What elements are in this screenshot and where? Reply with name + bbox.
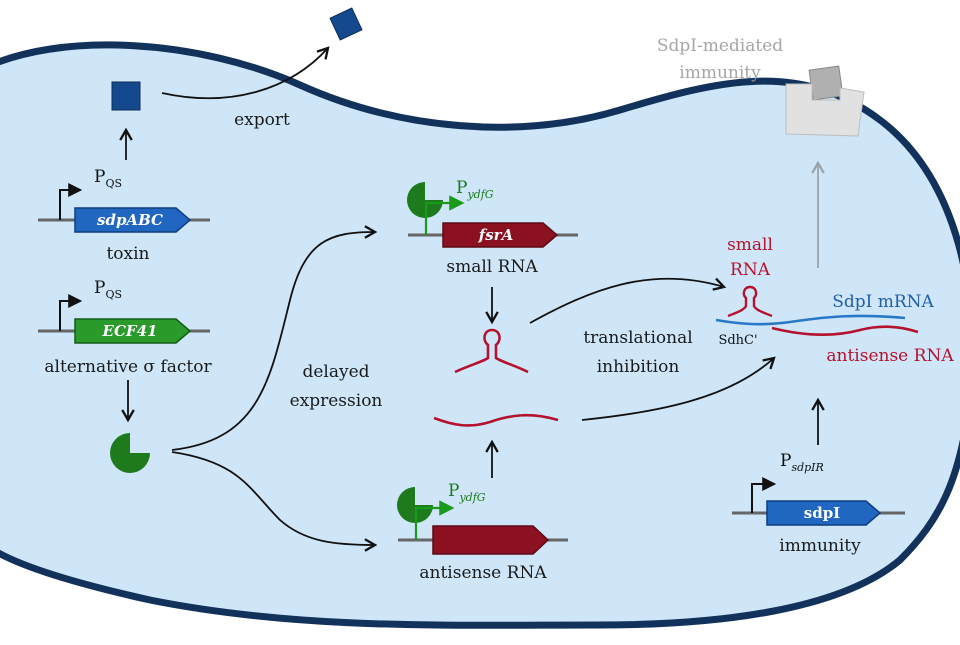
antisense-gene-group: PydfG antisense RNA bbox=[397, 481, 568, 583]
export-arrow bbox=[161, 46, 330, 100]
toxin-square bbox=[111, 81, 141, 111]
cell-membrane bbox=[0, 41, 960, 629]
pqs-promoter-arrow-1 bbox=[59, 183, 83, 220]
sdpABC-label: sdpABC bbox=[97, 211, 163, 229]
expression-label: expression bbox=[290, 391, 383, 411]
small-label: small bbox=[727, 235, 773, 255]
pqs-label-2: PQS bbox=[94, 278, 122, 301]
sdpI-label: sdpI bbox=[804, 504, 840, 522]
branch-arrow-bottom bbox=[171, 451, 378, 552]
antisense-gene-label: antisense RNA bbox=[419, 563, 547, 583]
exported-toxin-square bbox=[329, 7, 363, 41]
small-rna-gene-label: small RNA bbox=[446, 257, 538, 277]
fsrA-label: fsrA bbox=[478, 226, 513, 244]
sdpI-gene-group: PsdpIR sdpI immunity bbox=[732, 451, 905, 556]
immunity-title-line1: SdpI-mediated bbox=[657, 36, 783, 56]
toxin-label: toxin bbox=[106, 244, 149, 264]
antisense-gene bbox=[432, 525, 550, 555]
antisense-rna-wave bbox=[433, 413, 559, 427]
sdpi-mrna-label: SdpI mRNA bbox=[832, 292, 934, 312]
sdpi-mrna-strand bbox=[715, 314, 906, 326]
antisense-rna-strand bbox=[771, 325, 919, 337]
sdpABC-gene bbox=[74, 207, 192, 233]
translational-label: translational bbox=[583, 328, 692, 348]
sdpABC-gene-group: PQS sdpABC toxin bbox=[38, 167, 210, 264]
sigma-factor-icon bbox=[110, 433, 150, 473]
sdhc-label: SdhC' bbox=[718, 333, 757, 348]
export-label: export bbox=[234, 110, 290, 130]
ECF41-gene bbox=[74, 318, 192, 344]
ECF41-label: ECF41 bbox=[102, 322, 158, 340]
inhibition-label: inhibition bbox=[597, 357, 680, 377]
pydfg-promoter-arrow-1 bbox=[424, 195, 465, 235]
immunity-label: immunity bbox=[779, 536, 861, 556]
small-rna-to-target-arrow bbox=[529, 277, 727, 324]
rna-label: RNA bbox=[730, 260, 771, 280]
ECF41-gene-group: PQS ECF41 alternative σ factor bbox=[38, 278, 212, 377]
psdpir-promoter-arrow bbox=[751, 477, 777, 513]
fsrA-gene-group: PydfG fsrA small RNA bbox=[407, 178, 578, 277]
sigma-on-fsrA-icon bbox=[407, 182, 443, 218]
pqs-label-1: PQS bbox=[94, 167, 122, 190]
delayed-label: delayed bbox=[302, 362, 369, 382]
sdpi-immunity-protein bbox=[785, 65, 865, 137]
pydfg-promoter-arrow-2 bbox=[414, 500, 455, 540]
antisense-rna-label: antisense RNA bbox=[826, 346, 954, 366]
pqs-promoter-arrow-2 bbox=[59, 294, 83, 331]
small-rna-hairpin bbox=[454, 328, 529, 374]
bound-small-rna-hairpin bbox=[727, 285, 773, 318]
antisense-to-target-arrow bbox=[581, 356, 776, 421]
sigma-on-antisense-icon bbox=[397, 487, 433, 523]
branch-arrow-top bbox=[171, 225, 378, 451]
pydfg-label-2: PydfG bbox=[448, 481, 486, 504]
alt-sigma-label: alternative σ factor bbox=[44, 357, 212, 377]
immunity-title-line2: immunity bbox=[679, 63, 761, 83]
fsrA-gene bbox=[442, 222, 559, 248]
psdpir-label: PsdpIR bbox=[780, 451, 824, 474]
sdpI-gene bbox=[766, 500, 882, 526]
pydfg-label-1: PydfG bbox=[456, 178, 494, 201]
